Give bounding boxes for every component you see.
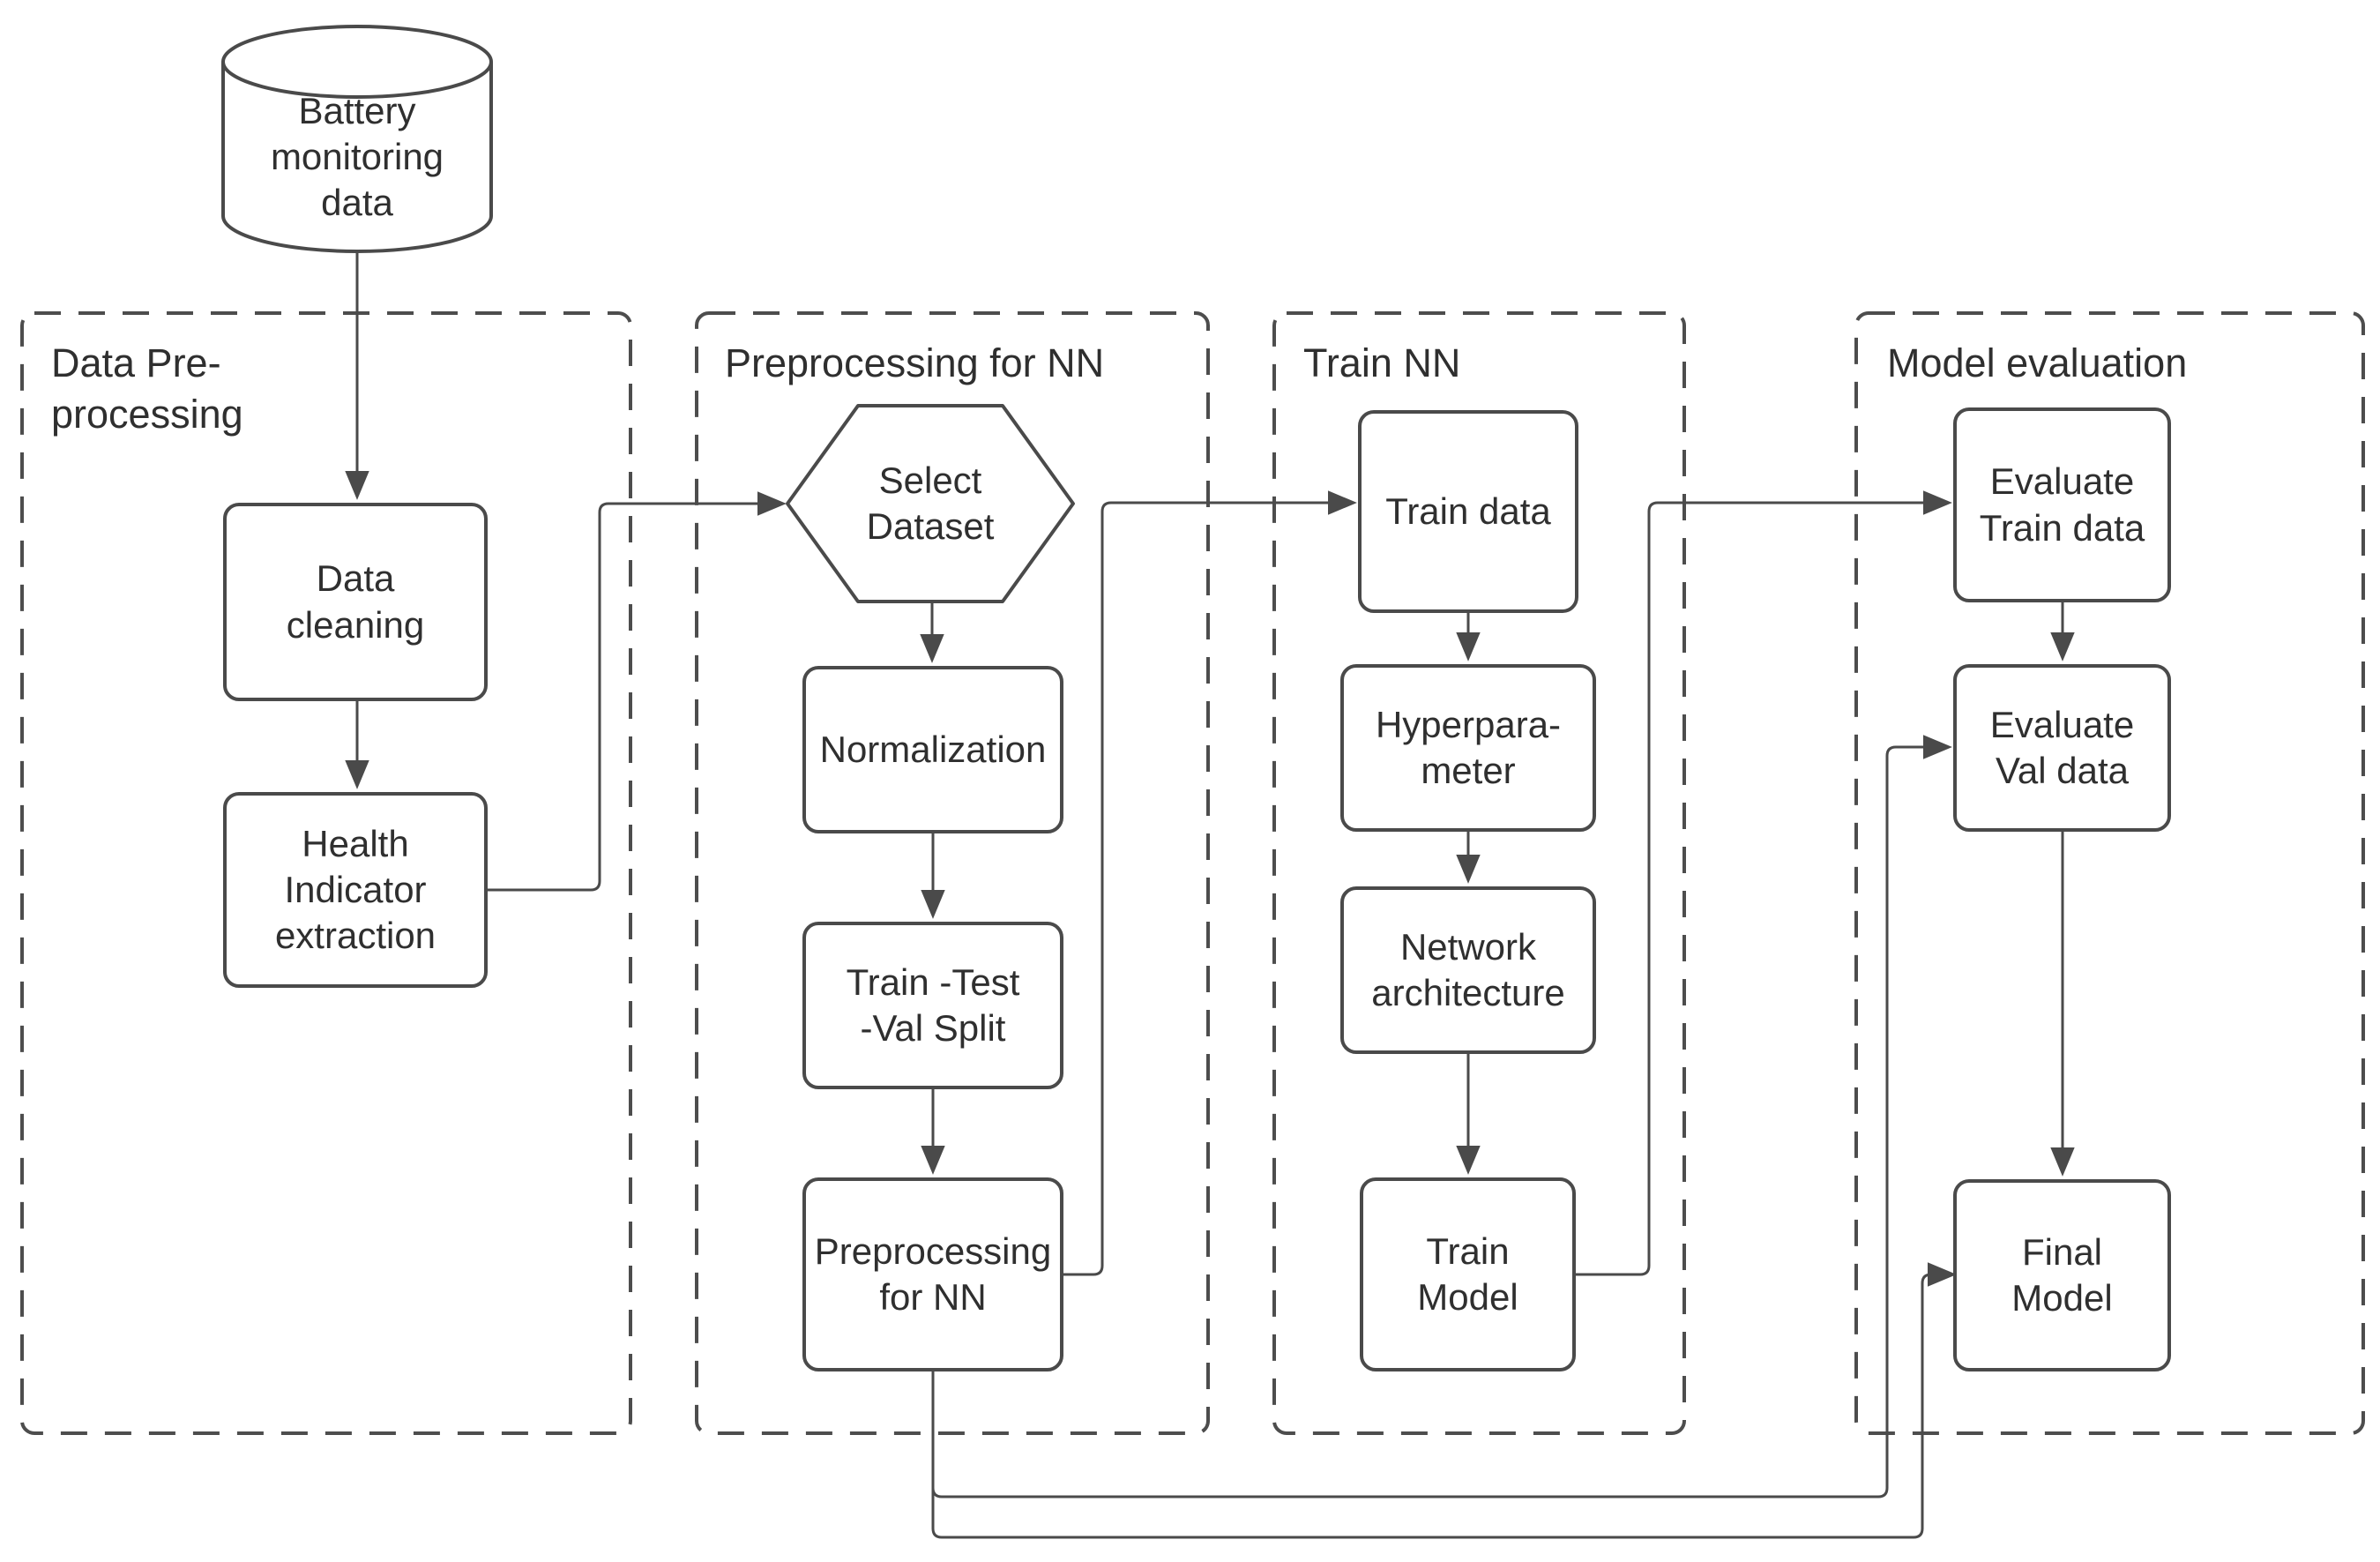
group-label-train-nn: Train NN: [1303, 340, 1461, 385]
group-label-model-evaluation: Model evaluation: [1887, 340, 2188, 385]
edge-preprocessing-to-final-model: [931, 1262, 1957, 1539]
node-label: Data cleaning: [286, 557, 425, 646]
group-label-data-preprocessing: Data Pre- processing: [51, 340, 243, 437]
node-label-select-dataset: Select Dataset: [866, 459, 995, 547]
node-health-indicator-extraction: Health Indicator extraction: [223, 792, 488, 988]
node-train-model: Train Model: [1360, 1177, 1576, 1371]
node-label-battery-monitoring-data: Battery monitoring data: [270, 89, 444, 224]
node-label: Preprocessing for NN: [814, 1229, 1052, 1318]
group-box-data-preprocessing: [20, 311, 632, 1435]
node-label: Final Model: [2011, 1230, 2113, 1319]
node-evaluate-train-data: Evaluate Train data: [1953, 407, 2171, 602]
edge-train-model-to-evaluate-train-data: [1576, 490, 1952, 1276]
node-train-data: Train data: [1358, 410, 1578, 613]
node-data-cleaning: Data cleaning: [223, 503, 488, 701]
group-box-train-nn: [1272, 311, 1686, 1435]
edge-preprocessing-to-train-data: [1063, 490, 1357, 1276]
node-preprocessing-for-nn: Preprocessing for NN: [802, 1177, 1063, 1371]
node-normalization: Normalization: [802, 666, 1063, 833]
node-network-architecture: Network architecture: [1340, 886, 1596, 1054]
edge-preprocessing-to-evaluate-val-data: [931, 735, 1952, 1498]
node-label: Train Model: [1417, 1229, 1518, 1318]
node-label: Normalization: [819, 728, 1047, 770]
node-label: Train -Test -Val Split: [846, 960, 1020, 1049]
group-box-preprocessing-for-nn: [695, 311, 1210, 1435]
database-cylinder-top: [221, 25, 493, 99]
group-box-model-evaluation: [1854, 311, 2365, 1435]
node-label: Evaluate Val data: [1989, 703, 2135, 791]
node-label: Evaluate Train data: [1979, 460, 2145, 549]
node-label: Hyperpara- meter: [1375, 703, 1562, 791]
node-evaluate-val-data: Evaluate Val data: [1953, 664, 2171, 832]
database-cylinder-shape: [221, 62, 493, 253]
node-train-test-val-split: Train -Test -Val Split: [802, 922, 1063, 1089]
select-dataset-hexagon-shape: [786, 404, 1075, 603]
node-label: Train data: [1385, 490, 1551, 532]
node-hyperparameter: Hyperpara- meter: [1340, 664, 1596, 832]
node-final-model: Final Model: [1953, 1179, 2171, 1371]
edge-health-indicator-to-select-dataset: [488, 491, 787, 892]
group-label-preprocessing-for-nn: Preprocessing for NN: [725, 340, 1105, 385]
node-label: Network architecture: [1371, 925, 1565, 1013]
node-label: Health Indicator extraction: [274, 822, 436, 957]
